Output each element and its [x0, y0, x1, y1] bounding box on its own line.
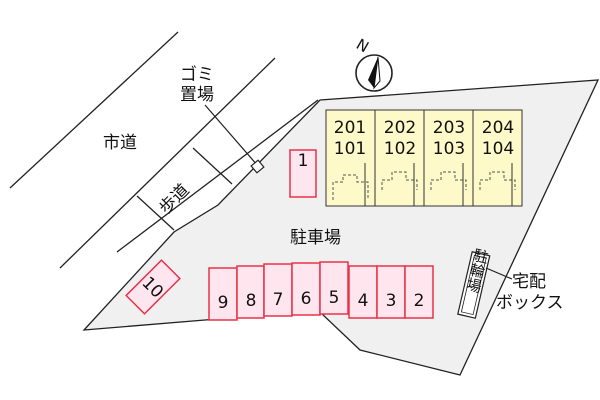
unit-lower-number: 104 [482, 139, 514, 159]
parking-space-number: 1 [298, 151, 309, 171]
unit-202-102: 202 102 [374, 109, 425, 207]
delivery-box-label: 宅配 [512, 272, 546, 292]
unit-upper-number: 201 [334, 118, 366, 138]
parking-space-number: 8 [246, 291, 257, 311]
unit-lower-number: 101 [334, 139, 366, 159]
parking-space-number: 6 [301, 289, 312, 309]
unit-lower-number: 103 [433, 139, 465, 159]
unit-upper-number: 204 [482, 118, 514, 138]
parking-space-3: 3 [376, 265, 406, 319]
parking-space-8: 8 [236, 265, 265, 319]
garbage-area-box [250, 159, 265, 174]
garbage-area-label: 置場 [180, 85, 214, 105]
sidewalk-label: 歩道 [155, 180, 193, 218]
unit-204-104: 204 104 [472, 109, 523, 207]
north-compass-icon [355, 54, 393, 92]
parking-space-number: 4 [358, 291, 369, 311]
sidewalk-edge-line [116, 99, 319, 253]
unit-entrance-outline [332, 174, 369, 200]
building: 201 101 202 102 203 103 204 104 [325, 109, 523, 207]
unit-upper-number: 202 [384, 118, 416, 138]
road-edge-line [9, 31, 179, 189]
parking-space-number: 5 [329, 288, 340, 308]
unit-entrance-outline [430, 171, 467, 190]
road-edge-line [59, 57, 276, 269]
unit-203-103: 203 103 [423, 109, 474, 207]
sidewalk-divider [192, 147, 233, 185]
parking-space-number: 9 [218, 293, 229, 313]
garbage-pointer-line [204, 104, 259, 167]
unit-entrance-outline [381, 171, 418, 190]
parking-space-4: 4 [348, 265, 378, 319]
delivery-box-pointer-line [485, 267, 513, 280]
parking-space-number: 3 [386, 291, 397, 311]
unit-201-101: 201 101 [325, 109, 376, 207]
parking-space-number: 7 [273, 290, 284, 310]
unit-entrance-outline [479, 171, 516, 190]
garbage-area-label: ゴミ [180, 64, 214, 85]
parking-space-7: 7 [263, 263, 293, 317]
road-label: 市道 [103, 133, 137, 153]
parking-area-label: 駐車場 [290, 228, 341, 248]
parking-space-6: 6 [291, 262, 321, 316]
parking-space-5: 5 [319, 261, 349, 315]
sidewalk-divider [136, 195, 175, 231]
parking-space-9: 9 [208, 267, 238, 321]
parking-space-1: 1 [289, 149, 317, 198]
parking-space-number: 2 [414, 291, 425, 311]
north-label: N [353, 35, 372, 56]
unit-upper-number: 203 [433, 118, 465, 138]
unit-lower-number: 102 [384, 139, 416, 159]
parking-space-2: 2 [404, 265, 434, 319]
delivery-box-label: ボックス [496, 293, 564, 313]
